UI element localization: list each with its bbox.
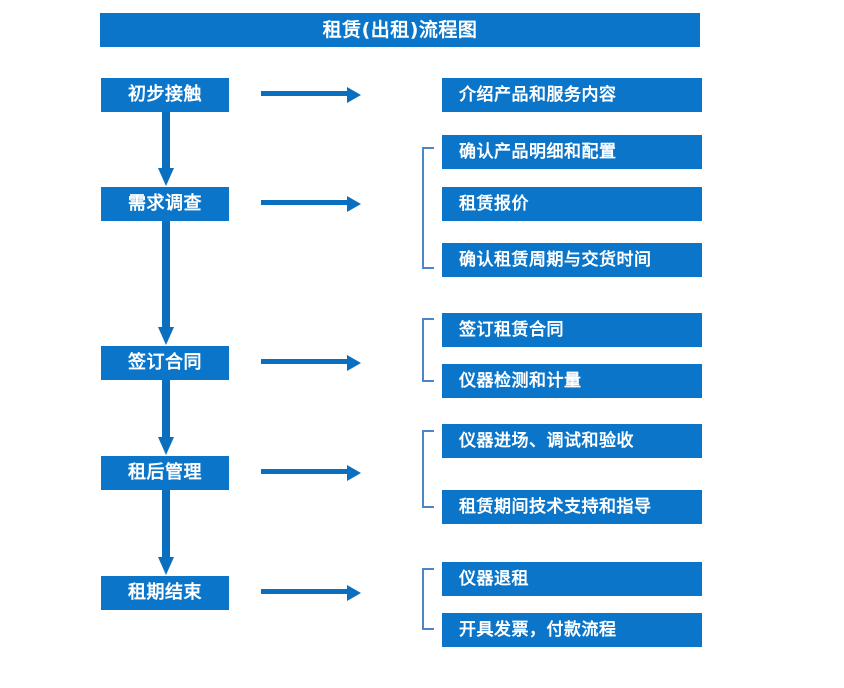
stage-to-details-arrow-2	[261, 193, 361, 215]
detail-box-8[interactable]: 租赁期间技术支持和指导	[442, 490, 702, 524]
stage-flow-arrow-1	[155, 112, 177, 187]
group-bracket-2	[418, 147, 440, 269]
stage-to-details-arrow-4	[261, 462, 361, 484]
detail-box-10[interactable]: 开具发票，付款流程	[442, 613, 702, 647]
detail-box-4[interactable]: 确认租赁周期与交货时间	[442, 243, 702, 277]
stage-flow-arrow-3	[155, 380, 177, 456]
stage-box-2[interactable]: 需求调查	[101, 187, 229, 221]
flowchart-title: 租赁(出租)流程图	[100, 13, 700, 47]
stage-to-details-arrow-5	[261, 582, 361, 604]
detail-box-2[interactable]: 确认产品明细和配置	[442, 135, 702, 169]
stage-to-details-arrow-1	[261, 84, 361, 106]
group-bracket-5	[418, 568, 440, 630]
detail-box-7[interactable]: 仪器进场、调试和验收	[442, 424, 702, 458]
stage-box-5[interactable]: 租期结束	[101, 576, 229, 610]
detail-box-3[interactable]: 租赁报价	[442, 187, 702, 221]
stage-box-1[interactable]: 初步接触	[101, 78, 229, 112]
stage-to-details-arrow-3	[261, 352, 361, 374]
detail-box-6[interactable]: 仪器检测和计量	[442, 364, 702, 398]
group-bracket-4	[418, 430, 440, 508]
stage-flow-arrow-2	[155, 221, 177, 346]
group-bracket-3	[418, 318, 440, 382]
stage-box-3[interactable]: 签订合同	[101, 346, 229, 380]
detail-box-1[interactable]: 介绍产品和服务内容	[442, 78, 702, 112]
stage-flow-arrow-4	[155, 490, 177, 576]
stage-box-4[interactable]: 租后管理	[101, 456, 229, 490]
detail-box-9[interactable]: 仪器退租	[442, 562, 702, 596]
detail-box-5[interactable]: 签订租赁合同	[442, 313, 702, 347]
